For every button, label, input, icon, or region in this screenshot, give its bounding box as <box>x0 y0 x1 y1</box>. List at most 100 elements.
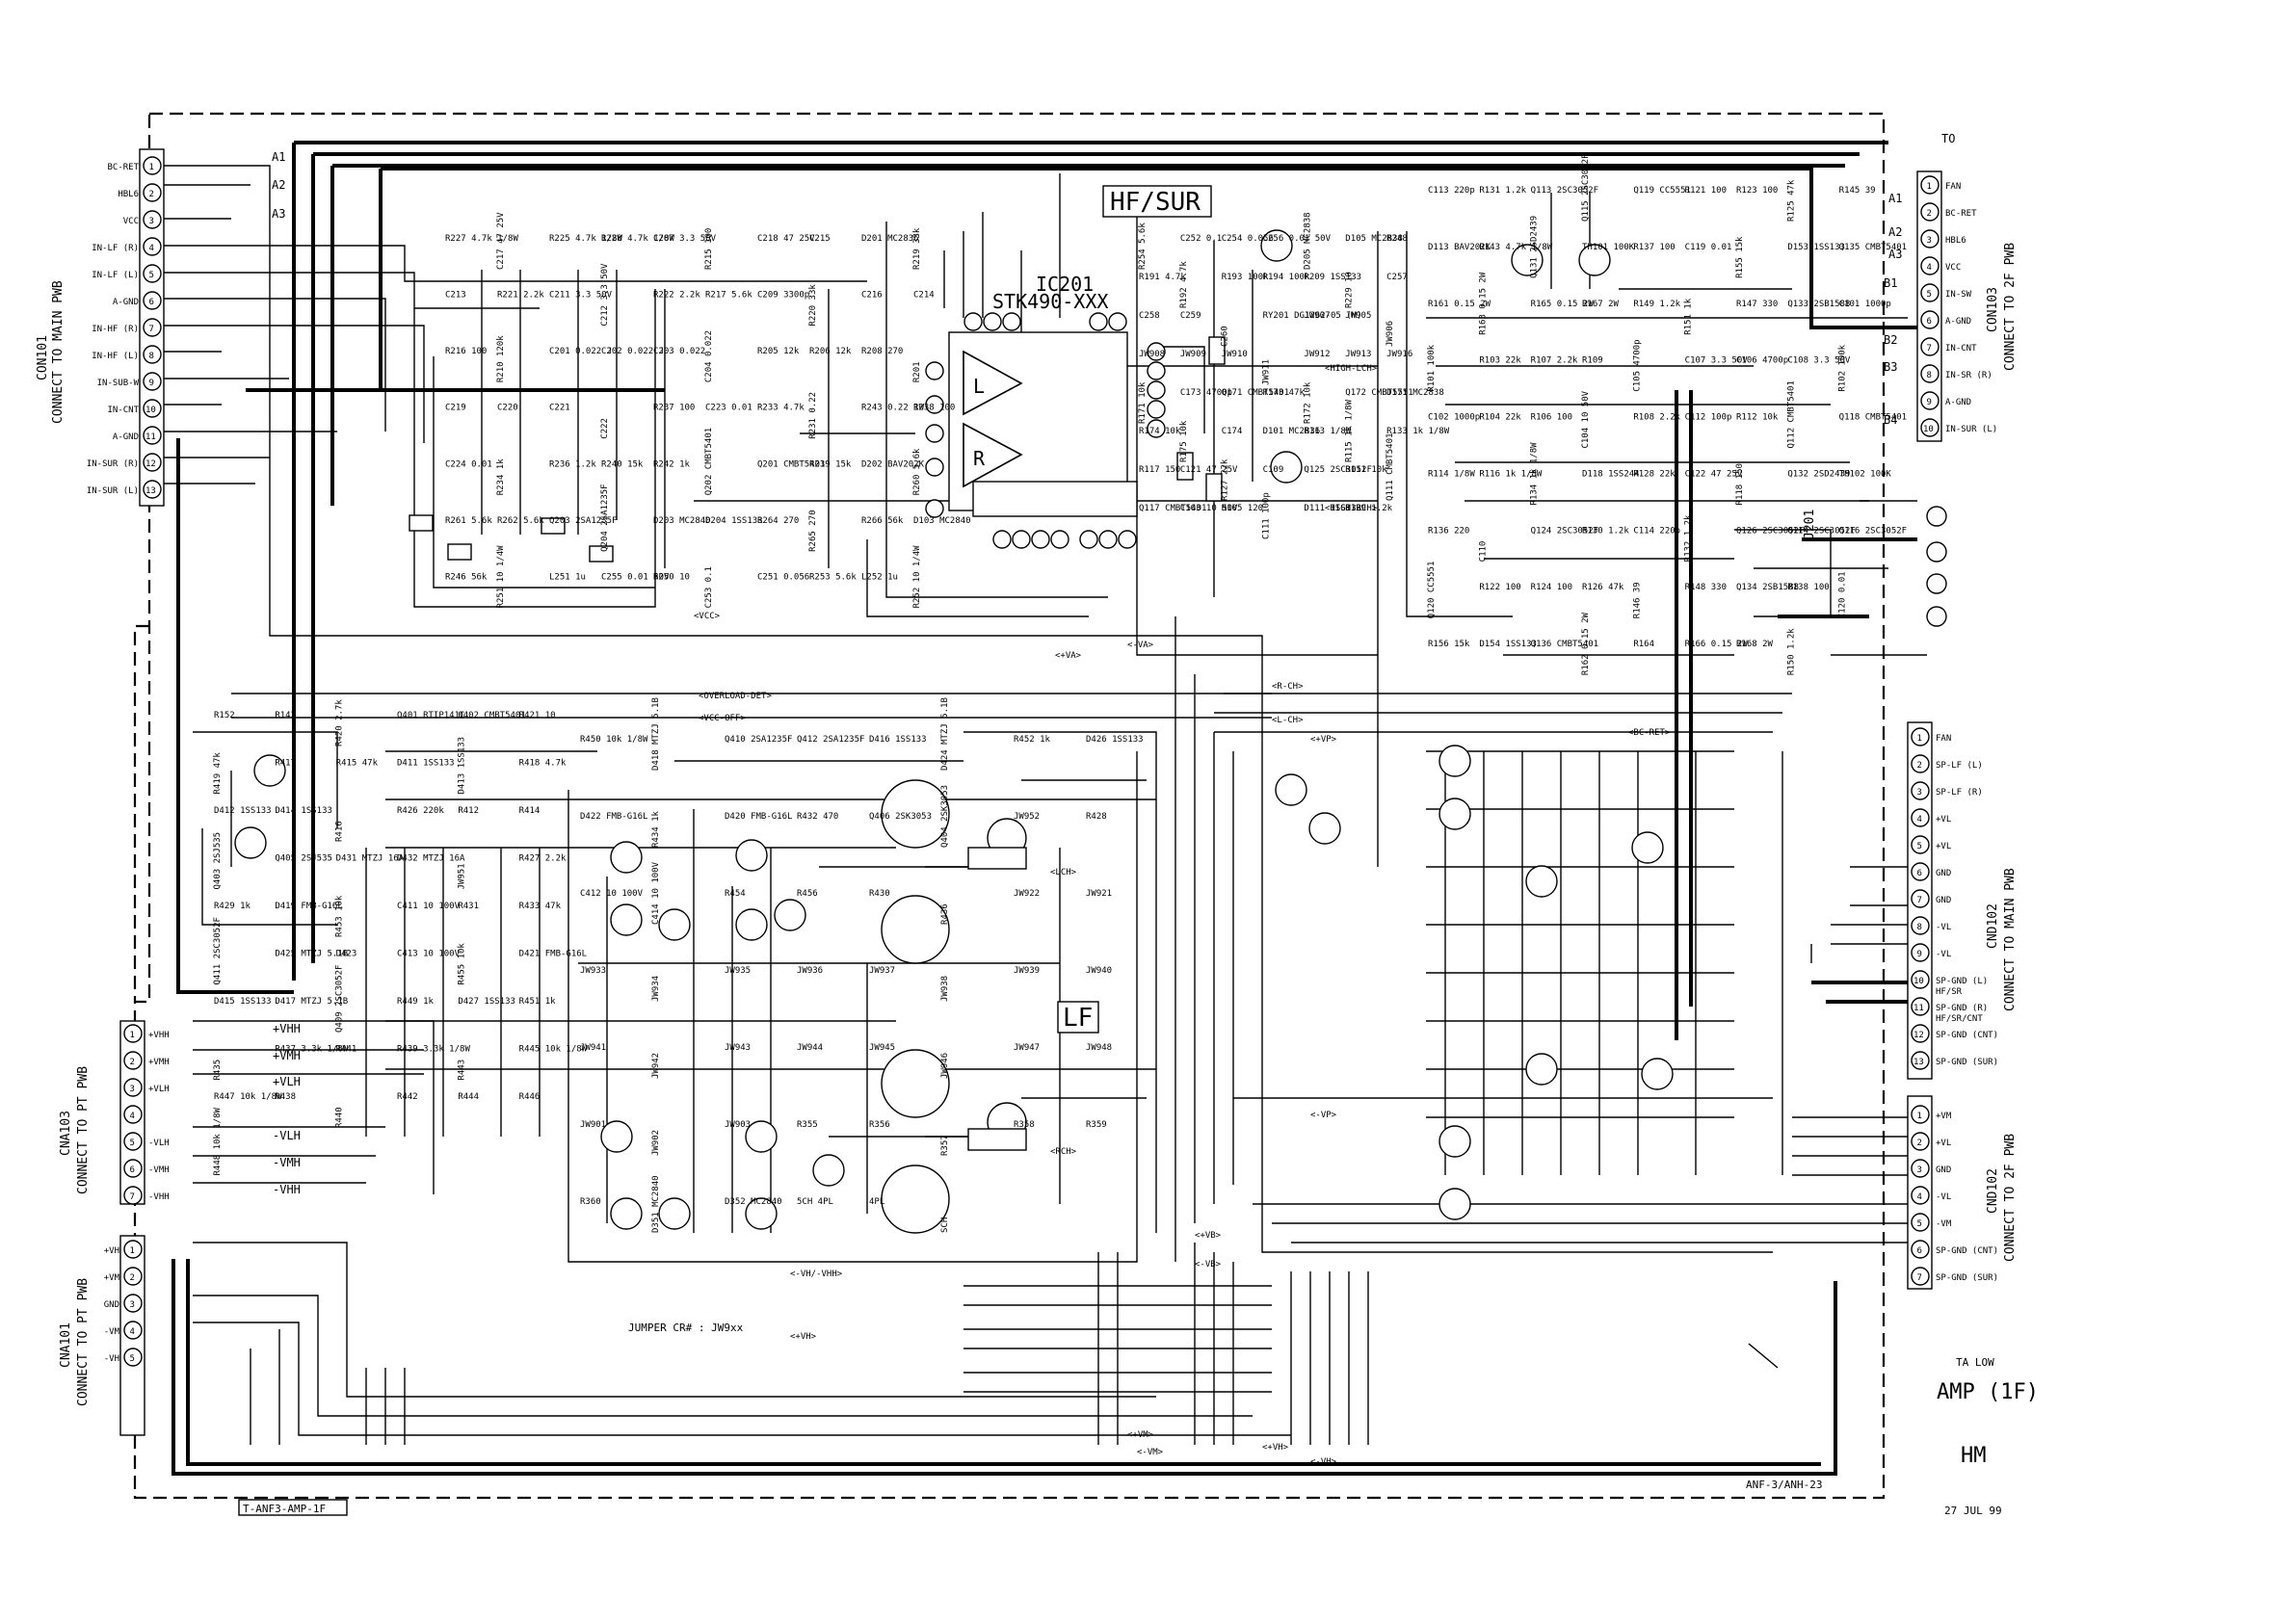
component-ref: R446 <box>519 1092 541 1102</box>
connector-pin <box>1911 970 1930 989</box>
component-ref: R130 1.2k <box>1582 526 1629 536</box>
component-ref: R123 100 <box>1736 186 1778 196</box>
component-ref: C207 3.3 50V <box>653 234 717 244</box>
component-ref: R155 15k <box>1735 236 1745 278</box>
component-ref: C173 4700p <box>1180 388 1232 398</box>
component-ref: D425 MTZJ 5.1B <box>275 950 348 959</box>
pin-number: 7 <box>1927 344 1932 353</box>
component-ref: C220 <box>497 404 518 413</box>
pin-label: HBL6 <box>1945 236 1966 246</box>
component-ref: C201 0.022 J <box>549 347 612 356</box>
net-label: B1 <box>1884 276 1897 290</box>
component-ref: JW935 <box>725 966 751 976</box>
component-ref: Q111 CMBT5401 <box>1386 433 1395 501</box>
component-ref: R172 10k <box>1303 381 1312 424</box>
pin-number: 1 <box>1927 182 1932 192</box>
component-ref: C411 10 100V <box>397 902 461 911</box>
component-ref: R137 100 <box>1633 243 1675 252</box>
component-ref: JW937 <box>869 966 895 976</box>
component-ref: R439 3.3k 1/8W <box>397 1045 470 1055</box>
cnd102-main-subtitle: CONNECT TO MAIN PWB <box>2003 868 2018 1011</box>
component-ref: C413 10 100V <box>397 950 461 959</box>
component-ref: C104 10 50V <box>1581 390 1591 448</box>
pin-label: HBL6 <box>118 190 139 199</box>
connector-pin <box>1911 889 1930 908</box>
component-ref: D101 MC2836 <box>1263 427 1321 436</box>
pin-label: FAN <box>1936 734 1951 744</box>
cnd103-subtitle: CONNECT TO 2F PWB <box>2003 243 2018 371</box>
component-ref: JW911 <box>1262 359 1272 385</box>
component-ref: JW902 <box>651 1130 661 1156</box>
component-ref: Q117 CMBT5401 <box>1139 504 1206 513</box>
pin-label: GND <box>1936 1165 1951 1175</box>
bus-label: <-VP> <box>1310 1111 1337 1120</box>
component-ref: R421 10 <box>519 711 556 720</box>
component-ref: Q412 2SA1235F <box>797 735 864 745</box>
pin-number: 4 <box>1917 815 1922 825</box>
pin-number: 5 <box>130 1139 135 1148</box>
cnd101-subtitle: CONNECT TO MAIN PWB <box>51 280 66 424</box>
component-ref: R429 1k <box>214 902 251 911</box>
component-ref: R451 1k <box>519 997 557 1007</box>
sheet-title: AMP (1F) <box>1937 1380 2039 1404</box>
component-ref: R118 150 <box>1735 463 1745 505</box>
pin-number: 11 <box>145 432 156 442</box>
component-ref: C223 0.01 <box>705 404 752 413</box>
component-ref: Q135 CMBT5401 <box>1839 243 1907 252</box>
component-ref: R437 3.3k 1/8W <box>275 1045 348 1055</box>
component-ref: Q404 2SK3053 <box>940 785 950 848</box>
component-ref: C224 0.01 <box>445 459 492 469</box>
component-ref: R108 2.2k <box>1633 413 1680 423</box>
component-ref: D414 1SS133 <box>275 806 332 816</box>
pt-rail-label: -VLH <box>273 1129 301 1142</box>
component-ref: R105 120 <box>1222 504 1263 513</box>
pin-label: IN-SUR (L) <box>1945 425 1997 434</box>
ic201-block: L R <box>925 312 1166 549</box>
component-ref: JW939 <box>1014 966 1040 976</box>
component-ref: R445 10k 1/8W <box>519 1045 588 1055</box>
component-ref: L251 1u <box>549 572 586 582</box>
connector-pin <box>1920 229 1940 249</box>
pin-label: A-GND <box>1945 317 1971 327</box>
pin-label: SP-GND (SUR) <box>1936 1273 1998 1283</box>
component-ref: R414 <box>519 806 541 816</box>
connector-pin <box>143 372 162 391</box>
component-ref: JW934 <box>651 976 661 1002</box>
connector-pin <box>1911 1240 1930 1259</box>
pin-label: +VLH <box>148 1085 170 1094</box>
footer-id: T-ANF3-AMP-1F <box>243 1503 326 1515</box>
bus-label: <-VH/-VHH> <box>790 1270 843 1279</box>
pin-number: 7 <box>1917 1273 1922 1283</box>
component-ref: RY201 DG1262-05 (M) <box>1263 311 1362 321</box>
component-ref: R356 <box>869 1120 890 1130</box>
pin-label: -VLH <box>148 1139 170 1148</box>
pin-label: -VL <box>1936 950 1951 959</box>
pin-label: +VM <box>104 1273 120 1283</box>
pin-number: 5 <box>1917 1219 1922 1229</box>
bus-label: <OVERLOAD-DET> <box>699 692 772 701</box>
net-label: A2 <box>1888 225 1902 239</box>
connector-pin <box>1911 862 1930 881</box>
component-ref: D113 BAV202K <box>1428 243 1491 252</box>
component-ref: D415 1SS133 <box>214 997 272 1007</box>
connector-pin <box>1911 1051 1930 1070</box>
pin-number: 4 <box>1927 263 1932 273</box>
component-ref: Q409 2SC3052F <box>335 965 345 1033</box>
component-ref: R416 <box>335 821 345 842</box>
component-ref: C222 <box>600 418 610 439</box>
cna103-subtitle: CONNECT TO PT PWB <box>76 1066 91 1194</box>
net-label: A3 <box>1888 248 1902 261</box>
component-ref: C113 220p <box>1428 186 1475 196</box>
component-ref: R430 <box>869 889 890 899</box>
connector-pin <box>123 1186 143 1205</box>
component-ref: JW903 <box>725 1120 751 1130</box>
pin-label: -VHH <box>148 1192 170 1202</box>
pin-label: +VL <box>1936 815 1951 825</box>
component-ref: R228 4.7k 1/8W <box>601 234 674 244</box>
pin-number: 5 <box>130 1354 135 1364</box>
connector-pin <box>1920 418 1940 437</box>
pin-number: 8 <box>149 352 154 361</box>
pin-label: FAN <box>1945 182 1961 192</box>
